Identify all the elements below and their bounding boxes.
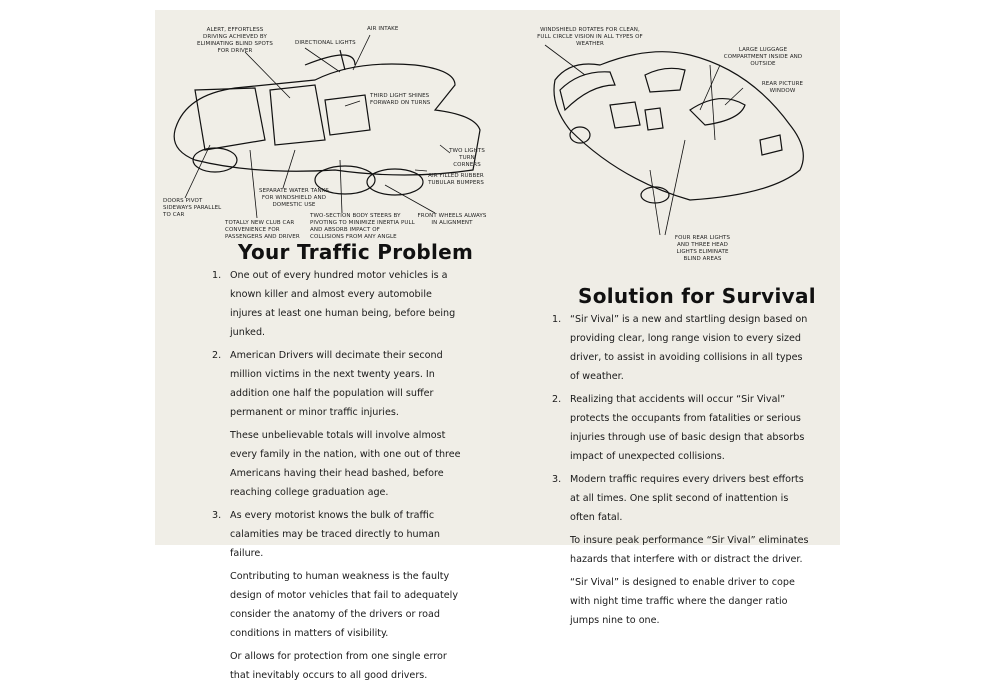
- item-text: Realizing that accidents will occur “Sir…: [570, 394, 805, 462]
- item-text: American Drivers will decimate their sec…: [230, 350, 443, 418]
- item-text: One out of every hundred motor vehicles …: [230, 270, 456, 338]
- left-page: Alert, effortless driving achieved by el…: [155, 10, 490, 681]
- item-number: 2.: [212, 350, 222, 361]
- item-number: 3.: [552, 474, 562, 485]
- item-text: Modern traffic requires every drivers be…: [570, 474, 804, 523]
- label-two-section-body: Two-section body steers by pivoting to m…: [310, 213, 415, 240]
- right-page: Windshield rotates for clean, full circl…: [490, 10, 840, 626]
- page-title: Solution for Survival: [578, 284, 816, 308]
- list-item: 1. One out of every hundred motor vehicle…: [212, 266, 467, 342]
- list-item: 3. As every motorist knows the bulk of tr…: [212, 506, 467, 563]
- label-club-car: Totally new club car convenience for pas…: [225, 220, 300, 240]
- item-text: As every motorist knows the bulk of traf…: [230, 510, 440, 559]
- list-item: 2. Realizing that accidents will occur “S…: [552, 390, 810, 466]
- label-doors-pivot: Doors pivot sideways parallel to car: [163, 198, 222, 218]
- label-directional-lights: Directional lights: [295, 40, 356, 46]
- label-water-tanks: Separate water tanks for windshield and …: [259, 188, 329, 208]
- item-paragraph: These unbelievable totals will involve a…: [230, 430, 461, 498]
- item-paragraph: “Sir Vival” is designed to enable driver…: [570, 577, 795, 626]
- list-item: 2. American Drivers will decimate their s…: [212, 346, 467, 422]
- item-paragraph: Contributing to human weakness is the fa…: [230, 571, 459, 639]
- car-rear-illustration: [544, 44, 804, 236]
- item-number: 1.: [552, 314, 562, 325]
- solution-list: 1. “Sir Vival” is a new and startling des…: [552, 310, 810, 634]
- page-title: Your Traffic Problem: [238, 240, 474, 264]
- problem-list: 1. One out of every hundred motor vehicle…: [212, 266, 467, 689]
- item-text: “Sir Vival” is a new and startling desig…: [570, 314, 808, 382]
- label-third-light: Third light shines forward on turns: [370, 93, 431, 106]
- label-air-intake: Air intake: [367, 26, 399, 32]
- item-paragraph: To insure peak performance “Sir Vival” e…: [570, 535, 809, 565]
- label-rear-lights: Four rear lights and three head lights e…: [674, 235, 731, 262]
- label-rear-window: Rear picture window: [761, 81, 804, 94]
- label-front-wheels: Front wheels always in alignment: [417, 213, 487, 226]
- item-number: 2.: [552, 394, 562, 405]
- label-blind-spots: Alert, effortless driving achieved by el…: [197, 27, 273, 54]
- list-item: 1. “Sir Vival” is a new and startling des…: [552, 310, 810, 386]
- item-paragraph: Or allows for protection from one single…: [230, 651, 447, 681]
- item-number: 1.: [212, 270, 222, 281]
- label-two-lights: Two lights turn corners: [449, 148, 485, 168]
- car-side-illustration: [173, 34, 481, 219]
- label-windshield: Windshield rotates for clean, full circl…: [537, 27, 643, 47]
- label-bumpers: Air filled rubber tubular bumpers: [428, 173, 484, 186]
- label-luggage: Large luggage compartment inside and out…: [723, 47, 803, 67]
- item-number: 3.: [212, 510, 222, 521]
- list-item: 3. Modern traffic requires every drivers …: [552, 470, 810, 527]
